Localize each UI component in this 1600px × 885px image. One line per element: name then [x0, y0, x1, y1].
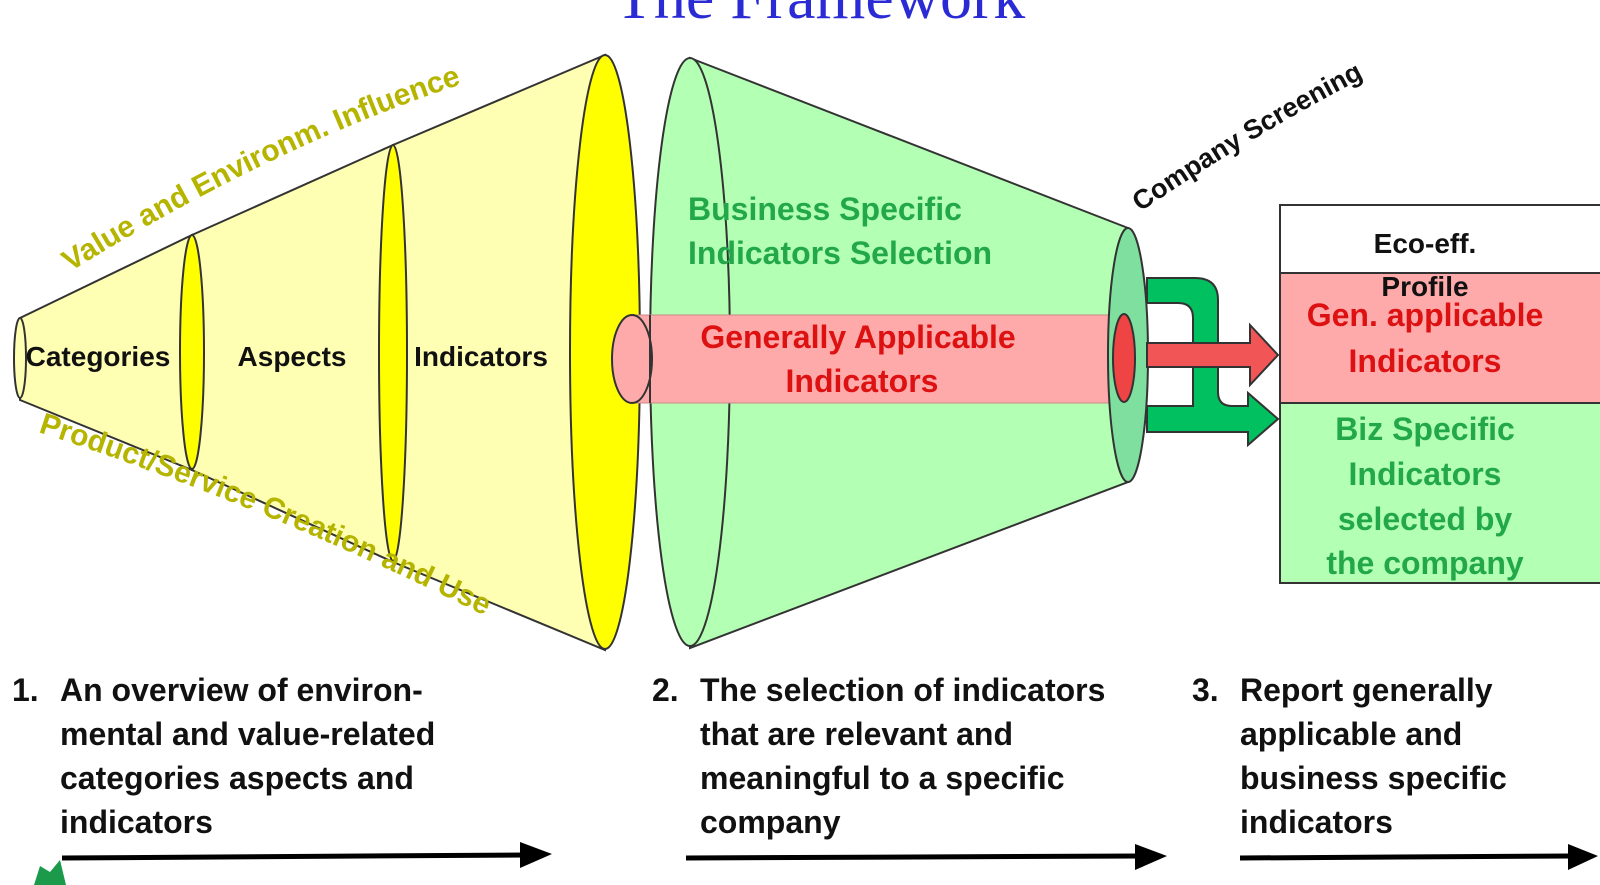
indicators-label: Indicators	[414, 341, 548, 372]
step-2-line: The selection of indicators	[700, 672, 1106, 708]
page-title: The Framework	[615, 0, 1026, 32]
step-2-line: meaningful to a specific	[700, 760, 1065, 796]
categories-aspects-ring	[179, 234, 205, 470]
step-2-line: that are relevant and	[700, 716, 1013, 752]
step-2-arrow	[685, 844, 1167, 870]
categories-ring	[13, 317, 27, 399]
aspects-indicators-ring	[378, 144, 408, 562]
general-label-line1: Generally Applicable	[700, 319, 1015, 355]
step-1-arrow	[61, 842, 552, 868]
tube-end-cap	[1112, 313, 1136, 403]
profile-header-line1: Eco-eff.	[1374, 228, 1477, 259]
profile-biz-line1: Biz Specific	[1335, 411, 1515, 447]
profile-header-line2: Profile	[1381, 271, 1468, 302]
step-2-line: company	[700, 804, 841, 840]
profile-biz-line3: selected by	[1338, 501, 1513, 537]
profile-gen-line1: Gen. applicable	[1307, 297, 1544, 333]
selection-label-line2: Indicators Selection	[688, 235, 992, 271]
step-3-line: indicators	[1240, 804, 1393, 840]
general-label-line2: Indicators	[786, 363, 939, 399]
profile-gen-line2: Indicators	[1349, 343, 1502, 379]
general-indicators-tube	[630, 315, 1125, 403]
step-2-number: 2.	[652, 672, 679, 708]
step-1-line: categories aspects and	[60, 760, 414, 796]
step-3-line: business specific	[1240, 760, 1507, 796]
step-1-number: 1.	[12, 672, 39, 708]
categories-label: Categories	[26, 341, 171, 372]
profile-biz-line2: Indicators	[1349, 456, 1502, 492]
step-3-arrow	[1239, 844, 1598, 870]
step-3-line: Report generally	[1240, 672, 1493, 708]
step-3-description: 3. Report generally applicable and busin…	[1192, 668, 1507, 844]
profile-header-box	[1279, 204, 1600, 274]
step-1-line: indicators	[60, 804, 213, 840]
corner-logo-mark	[34, 860, 66, 885]
profile-biz-line4: the company	[1326, 545, 1524, 581]
step-3-line: applicable and	[1240, 716, 1463, 752]
aspects-label: Aspects	[238, 341, 347, 372]
company-screening-label: Company Screening	[1127, 56, 1367, 217]
step-1-description: 1. An overview of environ- mental and va…	[12, 668, 435, 844]
selection-label-line1: Business Specific	[688, 191, 962, 227]
step-3-number: 3.	[1192, 672, 1219, 708]
step-1-line: mental and value-related	[60, 716, 436, 752]
step-2-description: 2. The selection of indicators that are …	[652, 668, 1105, 844]
step-1-line: An overview of environ-	[60, 672, 423, 708]
tube-start-cap	[611, 314, 653, 404]
profile-biz-box	[1279, 402, 1600, 584]
gen-applicable-arrow	[1146, 322, 1280, 388]
profile-gen-box	[1279, 272, 1600, 404]
